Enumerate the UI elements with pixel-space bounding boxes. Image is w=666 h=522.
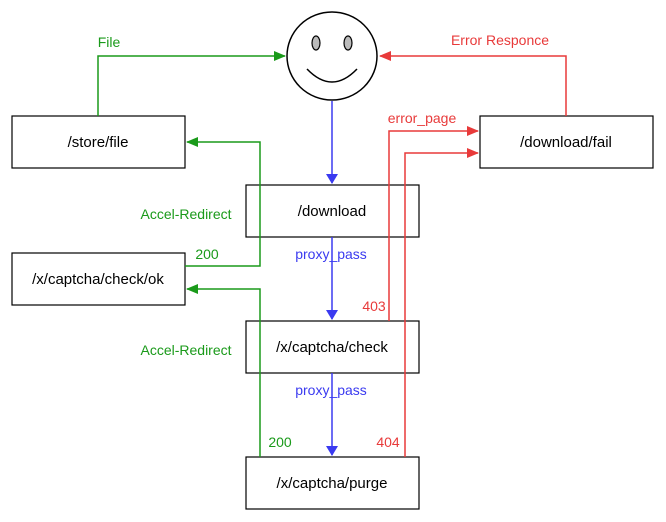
node-download-label: /download <box>298 203 366 220</box>
label-status-200-lower: 200 <box>268 434 292 450</box>
label-proxy-pass-upper: proxy_pass <box>295 246 367 262</box>
node-captcha-purge-label: /x/captcha/purge <box>277 475 388 492</box>
label-file: File <box>98 34 121 50</box>
label-error-responce: Error Responce <box>451 32 549 48</box>
node-store-file-label: /store/file <box>68 134 129 151</box>
label-accel-redirect-lower: Accel-Redirect <box>140 342 231 358</box>
edge-file-to-user <box>97 51 286 116</box>
node-captcha-check-label: /x/captcha/check <box>276 339 388 356</box>
smiley-face-icon <box>286 11 378 101</box>
edge-accel-redirect-to-check-ok <box>186 284 261 457</box>
label-status-404: 404 <box>376 434 400 450</box>
edge-error-responce-to-user <box>379 51 567 116</box>
edge-404-to-download-fail <box>404 148 479 457</box>
node-captcha-purge-box <box>245 456 420 510</box>
label-proxy-pass-lower: proxy_pass <box>295 382 367 398</box>
node-store-file-box <box>11 115 186 169</box>
node-download-fail-label: /download/fail <box>520 134 612 151</box>
label-error-page: error_page <box>388 110 457 126</box>
label-accel-redirect-upper: Accel-Redirect <box>140 206 231 222</box>
node-captcha-check-ok-box <box>11 252 186 306</box>
label-status-403: 403 <box>362 298 386 314</box>
label-status-200-upper: 200 <box>195 246 219 262</box>
edge-403-to-download-fail <box>388 126 479 321</box>
node-captcha-check-ok-label: /x/captcha/check/ok <box>32 271 164 288</box>
node-download-box <box>245 184 420 238</box>
edge-accel-redirect-to-store-file <box>185 137 261 267</box>
